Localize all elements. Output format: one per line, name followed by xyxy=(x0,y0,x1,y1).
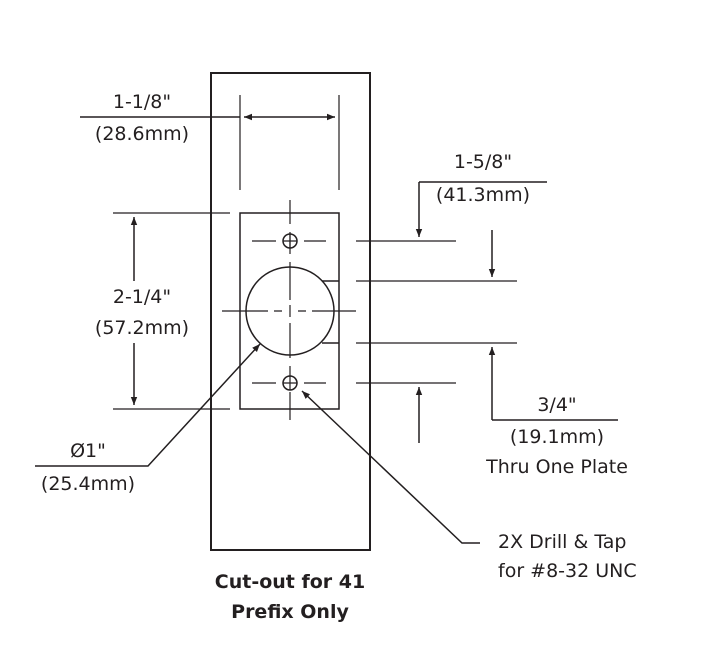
bore-notch xyxy=(322,280,339,344)
caption-line2: Prefix Only xyxy=(231,601,349,623)
drill-tap-callout: 2X Drill & Tap for #8-32 UNC xyxy=(301,390,637,582)
drill-tap-line2: for #8-32 UNC xyxy=(498,560,637,582)
screw-offset-dimension: 1-5/8" (41.3mm) xyxy=(356,151,547,242)
backset-fraction: 1-1/8" xyxy=(113,91,171,113)
plate-outline xyxy=(210,72,371,551)
top-screw-hole xyxy=(282,233,298,249)
bore-diameter-metric: (25.4mm) xyxy=(41,473,135,495)
bore-diameter-callout: Ø1" (25.4mm) xyxy=(35,343,261,495)
thru-plate-fraction: 3/4" xyxy=(537,394,576,416)
thru-plate-note: Thru One Plate xyxy=(485,456,628,478)
screw-offset-metric: (41.3mm) xyxy=(436,184,530,206)
backset-metric: (28.6mm) xyxy=(95,123,189,145)
drill-tap-line1: 2X Drill & Tap xyxy=(498,531,626,553)
screw-offset-fraction: 1-5/8" xyxy=(454,151,512,173)
caption-line1: Cut-out for 41 xyxy=(215,571,365,593)
thru-plate-metric: (19.1mm) xyxy=(510,426,604,448)
height-metric: (57.2mm) xyxy=(95,317,189,339)
bottom-screw-extension xyxy=(356,382,456,443)
height-fraction: 2-1/4" xyxy=(113,286,171,308)
thru-plate-dimension: 3/4" (19.1mm) Thru One Plate xyxy=(356,230,628,478)
backset-dimension: 1-1/8" (28.6mm) xyxy=(80,91,340,190)
screw-centerlines xyxy=(252,240,326,384)
bore-diameter-fraction: Ø1" xyxy=(70,440,106,462)
bottom-screw-hole xyxy=(282,375,298,391)
height-dimension: 2-1/4" (57.2mm) xyxy=(88,212,230,410)
